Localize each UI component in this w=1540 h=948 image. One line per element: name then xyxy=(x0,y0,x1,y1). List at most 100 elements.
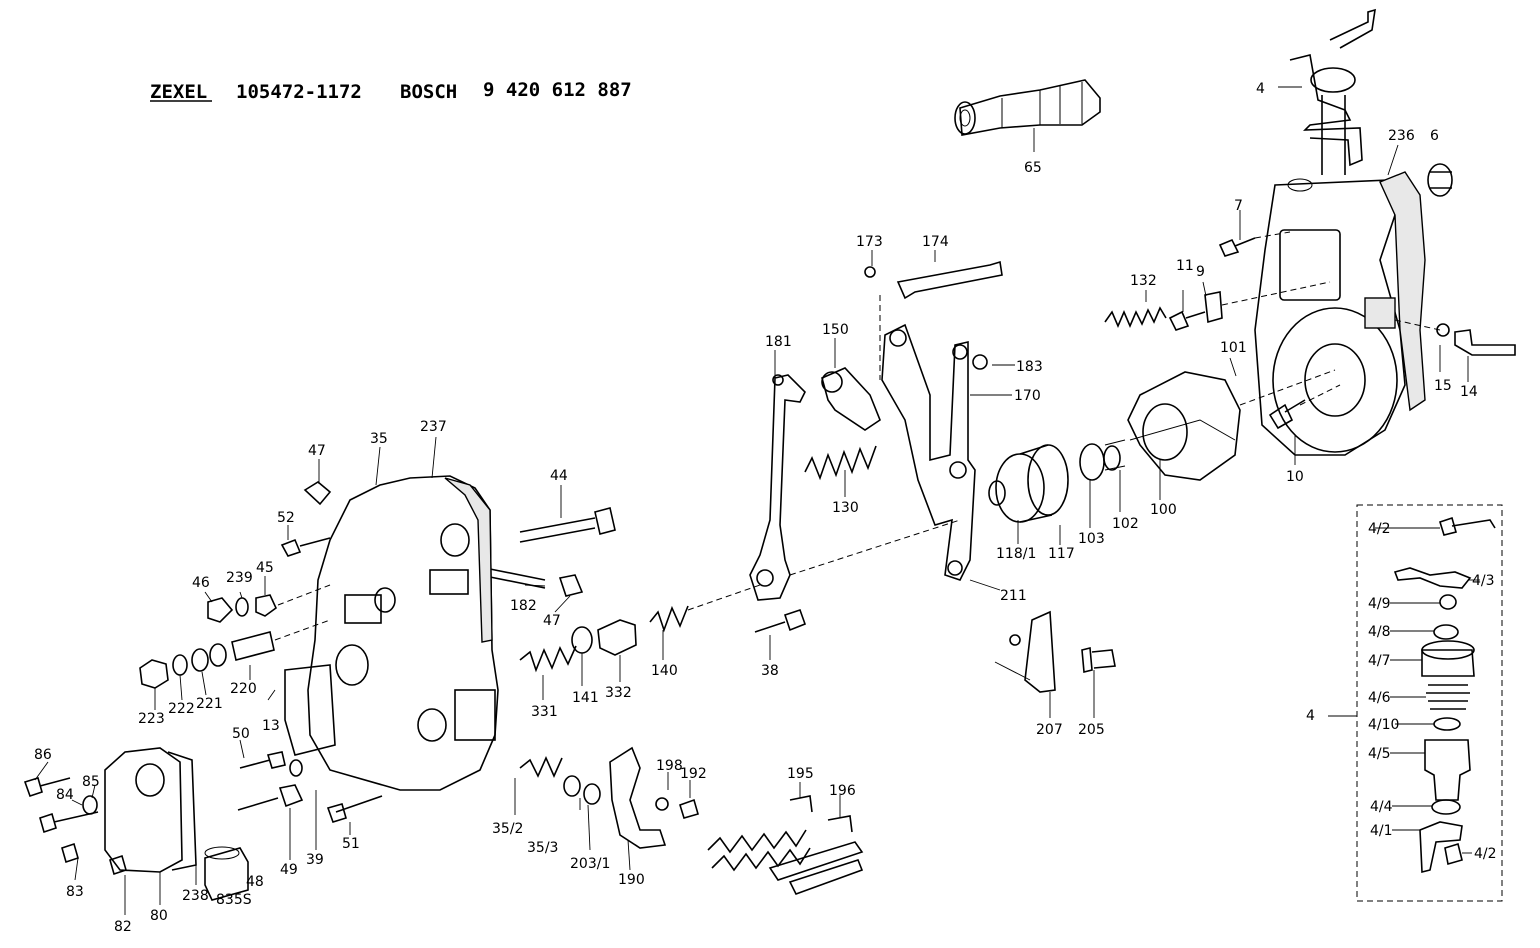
governor-housing-drawing xyxy=(1254,171,1426,456)
part-label: 140 xyxy=(651,663,678,679)
part-label: 49 xyxy=(280,862,298,878)
parts-220-223-drawing xyxy=(139,619,331,689)
part-label: 117 xyxy=(1048,546,1075,562)
screw-14-drawing xyxy=(1394,319,1516,356)
header-bosch-number: 9 420 612 887 xyxy=(483,79,632,101)
detail-label: 4/4 xyxy=(1370,799,1393,815)
part-label: 52 xyxy=(277,510,295,526)
lever-170-drawing xyxy=(879,295,988,581)
plate-174-drawing xyxy=(864,260,1003,300)
part-label: 7 xyxy=(1234,198,1243,214)
detail-label: 4/3 xyxy=(1472,573,1495,589)
header-brand-bosch: BOSCH xyxy=(400,81,457,103)
part-label: 45 xyxy=(256,560,274,576)
part-label: 100 xyxy=(1150,502,1177,518)
detail-callout: 4 xyxy=(1306,708,1315,724)
detail-label: 4/10 xyxy=(1368,717,1399,733)
part-label: 48 xyxy=(246,874,264,890)
part-label: 44 xyxy=(550,468,568,484)
part-label: 118/1 xyxy=(996,546,1036,562)
detail-label: 4/2 xyxy=(1474,846,1497,862)
leader-lines xyxy=(34,86,1480,915)
diagram-header: ZEXEL 105472-1172 BOSCH 9 420 612 887 xyxy=(150,79,632,103)
part-label: 85 xyxy=(82,774,100,790)
spring-132-drawing xyxy=(1104,281,1331,331)
link-150-drawing xyxy=(821,367,881,431)
screws-47-52-drawing xyxy=(280,481,332,557)
part-label: 220 xyxy=(230,681,257,697)
part-label: 83 xyxy=(66,884,84,900)
part-label: 203/1 xyxy=(570,856,610,872)
part-label: 150 xyxy=(822,322,849,338)
part-label: 86 xyxy=(34,747,52,763)
part-number-labels: 4 236 6 65 7 173 174 132 11 9 181 150 18… xyxy=(34,81,1478,935)
part-label: 11 xyxy=(1176,258,1194,274)
part-label: 14 xyxy=(1460,384,1478,400)
part-label: 238 xyxy=(182,888,209,904)
part-label: 15 xyxy=(1434,378,1452,394)
part-label: 102 xyxy=(1112,516,1139,532)
part-label: 239 xyxy=(226,570,253,586)
sleeve-117-drawing xyxy=(988,444,1069,523)
part-label: 132 xyxy=(1130,273,1157,289)
screw-7-drawing xyxy=(1218,231,1291,257)
part-label: 196 xyxy=(829,783,856,799)
part-label: 103 xyxy=(1078,531,1105,547)
part-label: 207 xyxy=(1036,722,1063,738)
header-brand-zexel: ZEXEL xyxy=(150,81,207,103)
part-label: 65 xyxy=(1024,160,1042,176)
part-label: 6 xyxy=(1430,128,1439,144)
detail-label: 4/2 xyxy=(1368,521,1391,537)
part-label: 170 xyxy=(1014,388,1041,404)
part-label: 182 xyxy=(510,598,537,614)
part-label: 222 xyxy=(168,701,195,717)
cap-48-drawing xyxy=(204,846,249,901)
part-label: 9 xyxy=(1196,264,1205,280)
cover-housing-35-drawing xyxy=(284,475,499,791)
part-label: 47 xyxy=(308,443,326,459)
part-label: 10 xyxy=(1286,469,1304,485)
adjusting-screw-drawing xyxy=(1289,8,1376,175)
part-label: 332 xyxy=(605,685,632,701)
flyweight-100-drawing xyxy=(1127,369,1336,481)
washers-102-103-drawing xyxy=(1079,439,1126,481)
part-label: 183 xyxy=(1016,359,1043,375)
part-label: 46 xyxy=(192,575,210,591)
part-label: 4 xyxy=(1256,81,1265,97)
part-label: 198 xyxy=(656,758,683,774)
detail-label: 4/5 xyxy=(1368,746,1391,762)
part-label: 223 xyxy=(138,711,165,727)
part-label: 181 xyxy=(765,334,792,350)
springs-195-196-drawing xyxy=(707,795,864,895)
part-label: 236 xyxy=(1388,128,1415,144)
part-label: 80 xyxy=(150,908,168,924)
header-zexel-number: 105472-1172 xyxy=(236,81,362,103)
detail-label: 4/1 xyxy=(1370,823,1393,839)
screw-38-drawing xyxy=(754,608,807,633)
spring-130-drawing xyxy=(804,445,877,481)
part-label: 35 xyxy=(370,431,388,447)
detail-label: 4/9 xyxy=(1368,596,1391,612)
end-cover-80-drawing xyxy=(23,747,197,876)
bolts-44-182-drawing xyxy=(484,507,616,597)
part-label: 13 xyxy=(262,718,280,734)
part-label: 35/2 xyxy=(492,821,523,837)
part-label: 195 xyxy=(787,766,814,782)
bolt-10-drawing xyxy=(1268,384,1341,430)
parts-331-140-drawing xyxy=(519,584,761,673)
part-label: 130 xyxy=(832,500,859,516)
detail-label: 4/6 xyxy=(1368,690,1391,706)
part-label: 101 xyxy=(1220,340,1247,356)
lever-181-drawing xyxy=(749,374,961,601)
valve-holder-drawing xyxy=(954,79,1101,152)
part-label: 39 xyxy=(306,852,324,868)
part-label: 84 xyxy=(56,787,74,803)
detail-label: 4/7 xyxy=(1368,653,1391,669)
part-label: 331 xyxy=(531,704,558,720)
part-label: 192 xyxy=(680,766,707,782)
part-label: 835S xyxy=(216,892,252,908)
part-label: 174 xyxy=(922,234,949,250)
part-label: 237 xyxy=(420,419,447,435)
part-label: 211 xyxy=(1000,588,1027,604)
